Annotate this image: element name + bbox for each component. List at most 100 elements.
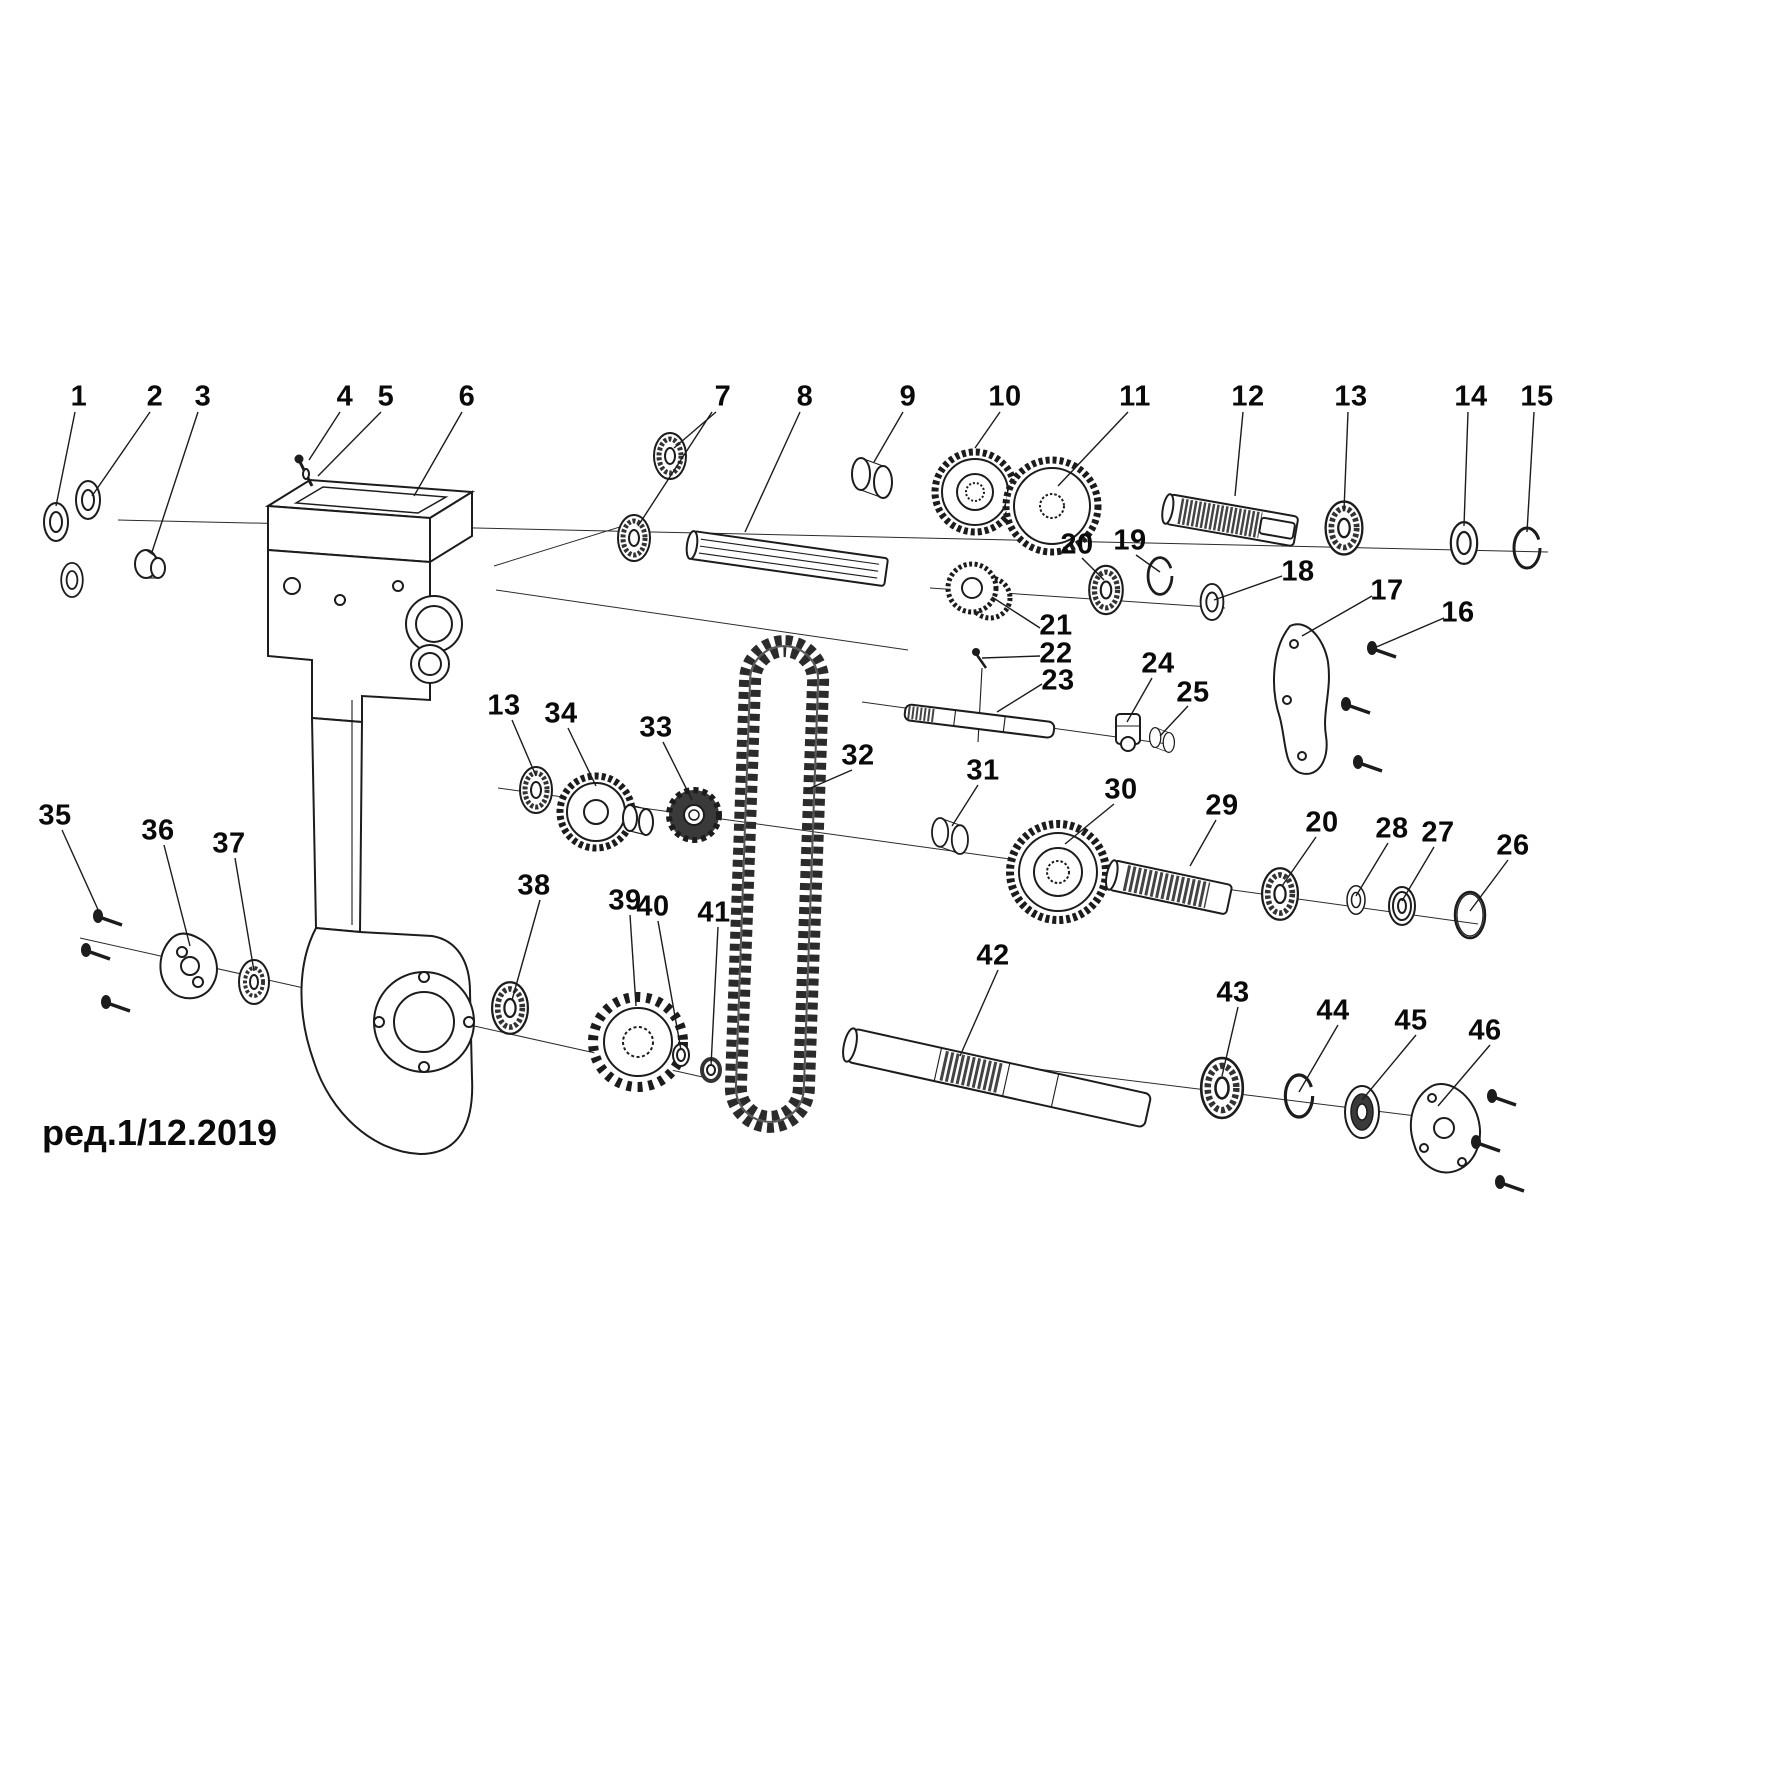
part-46-cover-plate	[1409, 1083, 1481, 1174]
part-23-shaft	[903, 703, 1056, 739]
part-28-washer	[1346, 885, 1366, 915]
part-label-16: 16	[1441, 596, 1475, 629]
part-label-15: 15	[1520, 380, 1554, 413]
part-36-plate	[159, 932, 218, 1000]
part-label-17: 17	[1370, 574, 1404, 607]
part-18-washer	[1199, 583, 1225, 621]
part-label-3: 3	[194, 380, 212, 413]
part-12-shaft	[1161, 493, 1299, 547]
part-label-41: 41	[697, 896, 731, 929]
part-label-5: 5	[377, 380, 395, 413]
part-label-38: 38	[517, 869, 551, 902]
part-19-snap-ring	[1146, 556, 1174, 596]
washer-extra	[60, 562, 84, 598]
part-label-19: 19	[1113, 524, 1147, 557]
part-13-bearing-b	[520, 767, 552, 813]
part-label-20b: 20	[1305, 806, 1339, 839]
part-label-18: 18	[1281, 555, 1315, 588]
part-label-7: 7	[714, 380, 732, 413]
part-label-13a: 13	[1334, 380, 1368, 413]
part-label-4: 4	[336, 380, 354, 413]
part-20-bearing-a	[1089, 566, 1123, 614]
part-30-gear	[1006, 820, 1110, 924]
part-label-27: 27	[1421, 816, 1455, 849]
part-24-fork	[1115, 713, 1141, 752]
part-35-bolt-a	[91, 907, 124, 927]
part-label-34: 34	[544, 697, 578, 730]
part-32-chain	[724, 635, 830, 1133]
part-44-snap-ring	[1283, 1073, 1315, 1119]
part-label-29: 29	[1205, 789, 1239, 822]
part-label-35: 35	[38, 799, 72, 832]
part-42-shaft	[842, 1027, 1152, 1128]
part-label-21: 21	[1039, 609, 1073, 642]
part-4-screw	[294, 454, 314, 487]
part-label-2: 2	[146, 380, 164, 413]
part-label-20a: 20	[1060, 528, 1094, 561]
part-46-bolt-a	[1485, 1087, 1518, 1107]
leader-lines	[55, 411, 1535, 1107]
part-label-42: 42	[976, 939, 1010, 972]
part-6-housing	[264, 478, 476, 1156]
part-7-bearing-a	[654, 433, 686, 479]
part-16-bolt-c	[1351, 753, 1384, 773]
part-label-22: 22	[1039, 637, 1073, 670]
part-label-26: 26	[1496, 829, 1530, 862]
part-label-12: 12	[1231, 380, 1265, 413]
part-label-44: 44	[1316, 994, 1350, 1027]
part-label-13b: 13	[487, 689, 521, 722]
part-label-31: 31	[966, 754, 1000, 787]
part-label-46: 46	[1468, 1014, 1502, 1047]
part-20-bearing-b	[1262, 868, 1298, 920]
part-label-25: 25	[1176, 676, 1210, 709]
part-label-9: 9	[899, 380, 917, 413]
part-label-40: 40	[636, 890, 670, 923]
part-label-6: 6	[458, 380, 476, 413]
part-45-seal	[1344, 1085, 1380, 1139]
part-label-23: 23	[1041, 664, 1075, 697]
part-label-28: 28	[1375, 812, 1409, 845]
part-label-24: 24	[1141, 647, 1175, 680]
part-14-washer	[1449, 520, 1479, 566]
part-11-gear	[1002, 456, 1102, 556]
part-10-gear	[931, 448, 1019, 536]
part-label-43: 43	[1216, 976, 1250, 1009]
part-26-o-ring	[1453, 890, 1487, 940]
part-21-double-gear	[945, 561, 1013, 621]
part-16-bolt-b	[1339, 695, 1372, 715]
part-label-11: 11	[1119, 380, 1151, 413]
part-38-bearing	[492, 982, 528, 1034]
part-label-39: 39	[608, 884, 642, 917]
part-9-bushing	[851, 457, 893, 499]
part-label-37: 37	[212, 827, 246, 860]
part-label-36: 36	[141, 814, 175, 847]
part-7-bearing-b	[618, 515, 650, 561]
part-43-bearing	[1201, 1058, 1243, 1118]
part-33-sprocket	[666, 787, 722, 843]
part-label-45: 45	[1394, 1004, 1428, 1037]
part-40-washer	[672, 1043, 690, 1067]
part-label-30: 30	[1104, 773, 1138, 806]
revision-note: ред.1/12.2019	[42, 1112, 278, 1153]
part-label-33: 33	[639, 711, 673, 744]
part-34-gear	[556, 772, 654, 852]
part-29-shaft	[1104, 859, 1233, 915]
part-46-bolt-c	[1493, 1173, 1526, 1193]
part-label-14: 14	[1454, 380, 1488, 413]
part-35-bolt-b	[79, 941, 112, 961]
part-label-1: 1	[70, 380, 88, 413]
part-8-shaft	[685, 530, 889, 587]
part-2-washer	[75, 480, 101, 520]
part-label-32: 32	[841, 739, 875, 772]
part-15-snap-ring	[1512, 526, 1542, 570]
part-35-bolt-c	[99, 993, 132, 1013]
part-39-sprocket	[588, 992, 688, 1092]
part-label-10: 10	[988, 380, 1022, 413]
part-3-nut	[134, 549, 166, 579]
part-46-bolt-b	[1469, 1133, 1502, 1153]
part-16-bolt-a	[1365, 639, 1398, 659]
part-17-cover-plate	[1273, 623, 1330, 775]
part-27-seal	[1388, 886, 1416, 926]
